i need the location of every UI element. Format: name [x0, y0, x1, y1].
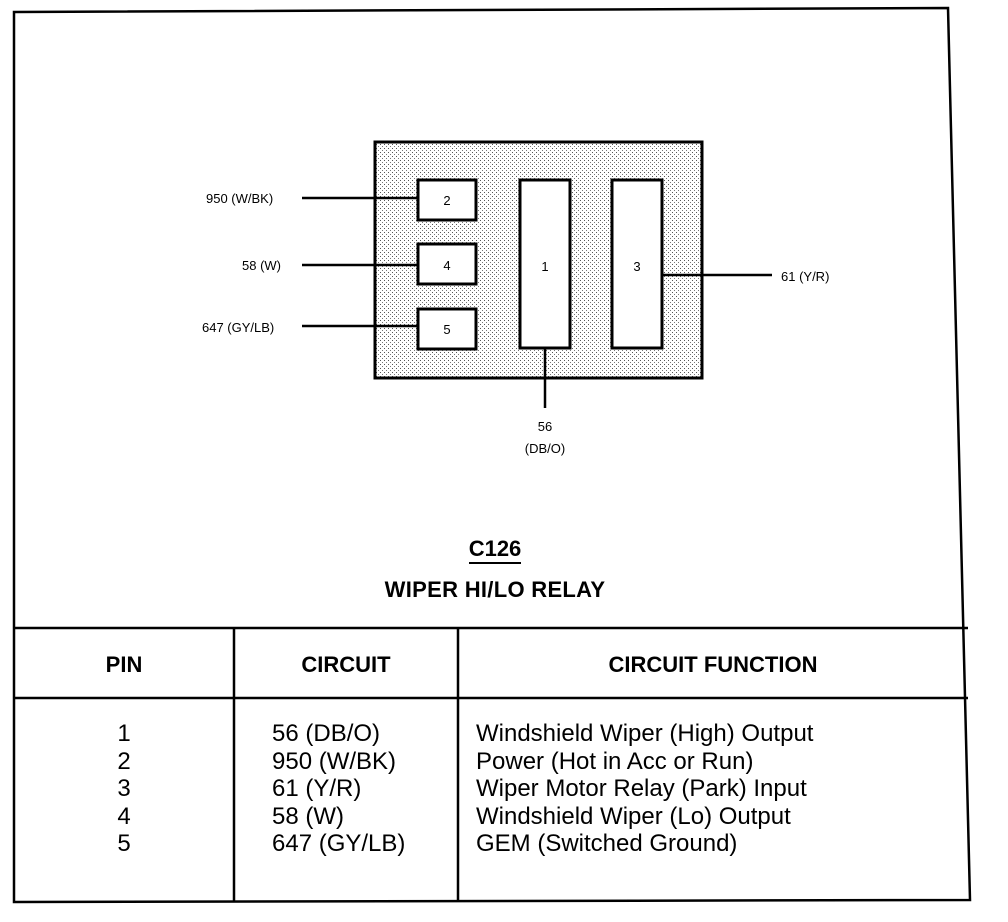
- wire-label-pin-2: 950 (W/BK): [206, 191, 274, 206]
- pin-cell: 2: [117, 747, 131, 775]
- function-cell: Windshield Wiper (Lo) Output: [476, 802, 791, 830]
- function-column: Windshield Wiper (High) Output Power (Ho…: [476, 720, 966, 858]
- outer-border: [12, 6, 972, 904]
- pin-cell: 1: [117, 720, 131, 747]
- function-cell: Wiper Motor Relay (Park) Input: [476, 775, 807, 802]
- header-pin: PIN: [105, 652, 143, 677]
- circuit-cell: 647 (GY/LB): [272, 830, 406, 857]
- wire-label-pin-3: 61 (Y/R): [781, 269, 830, 284]
- pin-column: 1 2 3 4 5: [14, 720, 234, 858]
- wire-label-pin-5: 647 (GY/LB): [202, 320, 275, 335]
- function-cell: Power (Hot in Acc or Run): [476, 747, 754, 775]
- pin-2-cavity: [416, 178, 478, 222]
- pin-number-2: 2: [443, 193, 451, 208]
- pin-cell: 3: [117, 775, 131, 802]
- wire-label-pin-4: 58 (W): [242, 258, 281, 273]
- header-circuit-function: CIRCUIT FUNCTION: [608, 652, 818, 677]
- circuit-cell: 950 (W/BK): [272, 747, 397, 775]
- pin-3-cavity: [610, 178, 664, 350]
- circuit-cell: 56 (DB/O): [272, 720, 381, 747]
- connector-code: C126: [468, 536, 522, 564]
- pin-cell: 5: [117, 830, 131, 857]
- circuit-column: 56 (DB/O) 950 (W/BK) 61 (Y/R) 58 (W) 647…: [272, 720, 458, 858]
- connector-code-title: C126: [350, 536, 640, 564]
- pin-cell: 4: [117, 802, 131, 830]
- function-cell: Windshield Wiper (High) Output: [476, 720, 814, 747]
- header-circuit: CIRCUIT: [301, 652, 391, 677]
- wire-label-pin-1-number: 56: [537, 419, 553, 434]
- pin-number-4: 4: [443, 258, 451, 273]
- pin-5-cavity: [416, 307, 478, 351]
- circuit-cell: 58 (W): [272, 802, 344, 830]
- pin-1-cavity: [518, 178, 572, 350]
- wire-label-pin-1-color: (DB/O): [524, 441, 566, 456]
- function-cell: GEM (Switched Ground): [476, 830, 738, 857]
- pin-number-1: 1: [541, 259, 549, 274]
- circuit-cell: 61 (Y/R): [272, 775, 362, 802]
- pin-number-5: 5: [443, 322, 451, 337]
- connector-name: WIPER HI/LO RELAY: [384, 577, 606, 602]
- pin-number-3: 3: [633, 259, 641, 274]
